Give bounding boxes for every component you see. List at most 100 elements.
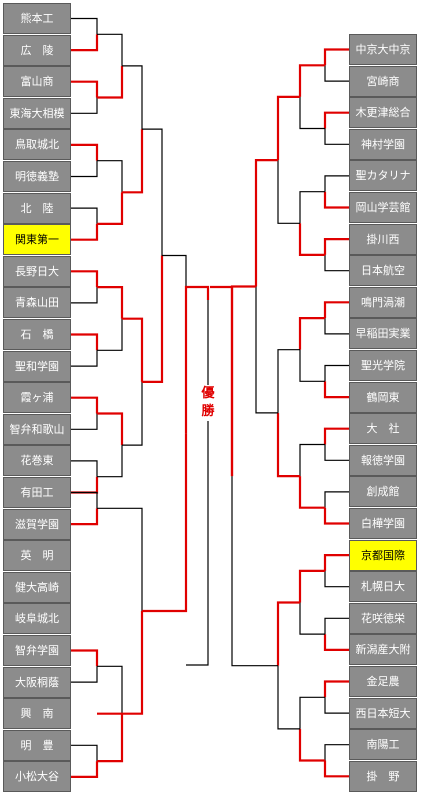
team-right-9: 鳴門渦潮: [349, 286, 417, 318]
bracket-line-37: [97, 713, 124, 763]
team-left-23: 興 南: [3, 698, 71, 730]
bracket-line-69: [299, 191, 325, 224]
bracket-line-53: [324, 364, 349, 382]
bracket-line-84: [298, 728, 325, 762]
team-left-24: 明 豊: [3, 729, 71, 761]
bracket-line-16: [71, 476, 99, 494]
bracket-line-85: [276, 601, 300, 666]
bracket-line-27: [97, 412, 124, 446]
team-right-13: 大 社: [349, 413, 417, 445]
bracket-line-74: [298, 476, 325, 509]
bracket-line-49: [323, 238, 349, 255]
bracket-line-46: [324, 128, 349, 145]
team-right-23: 南陽工: [349, 729, 417, 761]
team-left-2: 広 陵: [3, 34, 71, 66]
team-right-18: 札幌日大: [349, 571, 417, 603]
team-left-5: 鳥取城北: [3, 129, 71, 161]
bracket-line-5: [71, 143, 99, 161]
team-right-7: 掛川西: [349, 223, 417, 255]
team-right-20: 新潟産大附: [349, 634, 417, 666]
team-left-15: 花巻東: [3, 445, 71, 477]
team-right-3: 木更津総合: [349, 97, 417, 129]
team-left-14: 智弁和歌山: [3, 413, 71, 445]
bracket-line-36: [71, 666, 98, 683]
team-left-3: 富山商: [3, 66, 71, 98]
team-right-16: 白樺学園: [349, 508, 417, 539]
bracket-line-38: [97, 665, 123, 714]
bracket-line-24: [97, 192, 124, 225]
bracket-line-70: [298, 223, 325, 256]
bracket-line-56: [324, 444, 349, 461]
team-right-11: 聖光学院: [349, 350, 417, 381]
team-left-11: 石 橋: [3, 319, 71, 350]
team-left-12: 聖和学園: [3, 350, 71, 382]
bracket-line-71: [298, 317, 325, 350]
team-right-15: 創成館: [349, 476, 417, 508]
bracket-line-11: [71, 333, 99, 351]
bracket-line-13: [71, 396, 99, 414]
bracket-line-3: [71, 80, 99, 98]
bracket-line-14: [71, 413, 98, 430]
bracket-line-89: [184, 285, 210, 434]
team-left-9: 長野日大: [3, 255, 71, 287]
bracket-line-44: [324, 65, 349, 82]
bracket-line-67: [298, 64, 325, 97]
bracket-line-79: [254, 159, 278, 287]
bracket-line-25: [97, 286, 124, 319]
team-right-10: 早稲田実業: [349, 318, 417, 350]
bracket-line-20: [71, 761, 99, 779]
team-left-6: 明徳義塾: [3, 161, 71, 192]
bracket-line-19: [71, 744, 98, 762]
bracket-line-50: [324, 254, 349, 272]
team-left-18: 英 明: [3, 540, 71, 572]
team-left-17: 滋賀学園: [3, 508, 71, 540]
team-right-17: 京都国際: [349, 539, 417, 571]
bracket-line-51: [323, 301, 349, 319]
champion-char-2: 勝: [201, 404, 215, 419]
bracket-line-80: [255, 286, 278, 414]
bracket-line-77: [277, 349, 300, 413]
bracket-line-64: [324, 697, 349, 714]
team-left-1: 熊本工: [3, 3, 71, 34]
bracket-line-88: [231, 476, 278, 667]
bracket-line-54: [323, 381, 349, 399]
bracket-line-4: [71, 97, 98, 114]
team-right-2: 宮崎商: [349, 65, 417, 97]
bracket-line-12: [71, 350, 98, 367]
bracket-line-22: [97, 65, 124, 99]
team-left-20: 岐阜城北: [3, 603, 71, 635]
bracket-line-78: [276, 412, 300, 478]
team-left-10: 青森山田: [3, 287, 71, 319]
bracket-line-28: [97, 445, 123, 478]
bracket-line-57: [324, 491, 349, 508]
bracket-line-66: [323, 760, 349, 778]
bracket-line-10: [71, 287, 98, 304]
bracket-line-9: [71, 270, 99, 288]
team-right-1: 中京大中京: [349, 34, 417, 65]
team-right-6: 岡山学芸館: [349, 192, 417, 223]
bracket-line-39: [97, 507, 143, 611]
bracket-line-59: [323, 553, 349, 571]
team-right-24: 掛 野: [349, 760, 417, 792]
bracket-line-23: [97, 160, 123, 193]
bracket-line-60: [324, 570, 349, 588]
bracket-line-40: [97, 611, 144, 715]
team-right-5: 聖カタリナ: [349, 160, 417, 192]
bracket-line-81: [298, 569, 325, 603]
bracket-line-55: [323, 427, 349, 445]
bracket-line-17: [71, 491, 98, 509]
bracket-line-68: [299, 96, 325, 130]
team-right-8: 日本航空: [349, 255, 417, 287]
team-left-16: 有田工: [3, 477, 71, 508]
bracket-line-34: [142, 255, 164, 383]
bracket-line-65: [324, 744, 349, 761]
team-left-19: 健大高崎: [3, 571, 71, 603]
bracket-line-82: [299, 602, 325, 635]
bracket-line-43: [323, 48, 349, 66]
bracket-line-91: [186, 300, 209, 666]
bracket-line-61: [324, 617, 349, 635]
bracket-line-45: [323, 111, 349, 129]
team-left-7: 北 陸: [3, 192, 71, 224]
bracket-line-42: [142, 433, 188, 613]
